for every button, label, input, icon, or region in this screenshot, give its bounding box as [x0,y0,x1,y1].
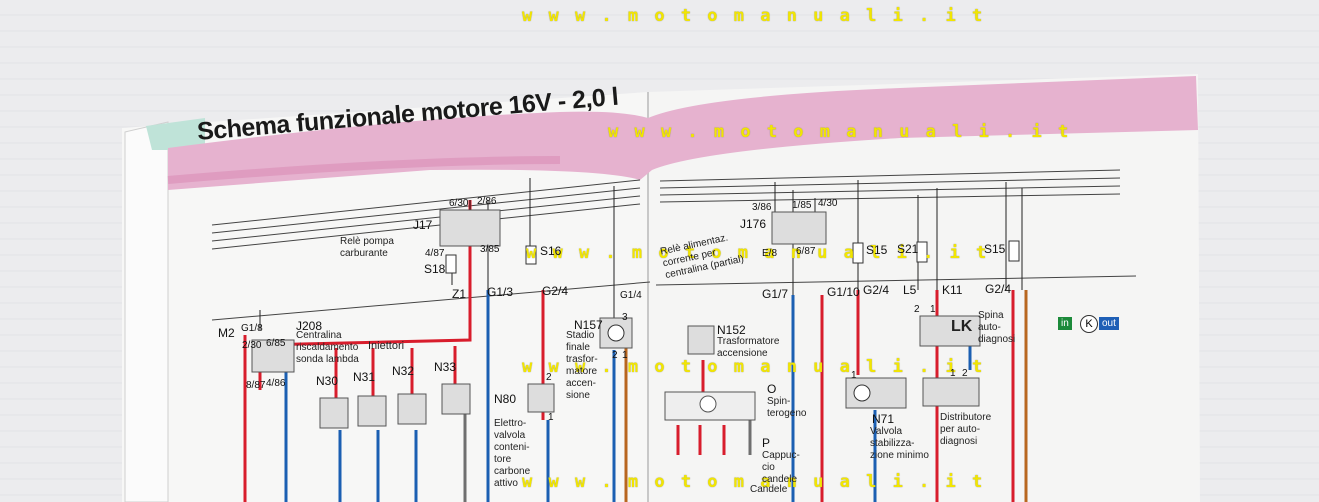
watermark: w w w . m o t o m a n u a l i . i t [522,472,986,492]
code-m2: M2 [218,326,235,340]
code-j17: J17 [413,218,433,232]
right-page [648,74,1200,502]
code-s18: S18 [424,262,446,276]
code-s21: S21 [897,242,919,256]
pin-1b: 1 [622,350,628,361]
code-g1-8: G1/8 [241,323,263,334]
label-n152: Trasformatore accensione [717,336,780,359]
code-n31: N31 [353,370,376,384]
code-j176: J176 [740,217,767,231]
code-g1-3: G1/3 [487,285,514,299]
legend-k: K [1080,315,1098,333]
diag-distributor [922,377,980,407]
code-g2-4-r2: G2/4 [985,282,1012,296]
code-o: O [767,382,777,396]
fuse-s15-a [852,242,864,264]
code-8-87: 8/87 [246,380,266,391]
fuse-s15-b [1008,240,1020,262]
fuse-s18 [445,254,457,274]
code-s15-b: S15 [984,242,1006,256]
label-n80: Elettro-valvola conteni-tore carbone att… [494,418,531,489]
pin-k11-1: 1 [930,304,936,315]
relay-j208 [251,339,295,373]
fuse-s21 [916,241,928,263]
pin-dist-2: 2 [962,368,968,379]
injector-n30 [319,397,349,429]
code-g1-4: G1/4 [620,290,642,301]
injector-n31 [357,395,387,427]
label-n157: Stadio finale trasfor-matore accen-sione [566,330,598,401]
legend-in: in [1058,317,1072,330]
relay-j17 [439,209,501,247]
left-page [122,92,648,502]
injector-n32 [397,393,427,425]
pin-3: 3 [622,312,628,323]
code-2-30: 2/30 [242,340,262,351]
label-j208: Centralina riscaldamento sonda lambda [296,330,359,365]
code-6-85: 6/85 [266,338,286,349]
code-n157: N157 [574,318,603,332]
label-j17: Relè pompa carburante [340,236,394,259]
code-2-86: 2/86 [477,196,497,207]
code-4-87: 4/87 [425,248,445,259]
watermark: w w w . m o t o m a n u a l i . i t [526,243,990,263]
code-3-86: 3/86 [752,202,772,213]
label-iniettori: Iniettori [368,340,405,352]
left-page-edge [124,121,169,502]
pin-n71-1: 1 [851,370,857,381]
fuse-s16 [525,245,537,265]
legend-in-k-out: in K out [1058,314,1119,336]
code-1-85: 1/85 [792,200,812,211]
code-g1-10: G1/10 [827,285,860,299]
code-g2-4-r: G2/4 [863,283,890,297]
code-n33: N33 [434,360,457,374]
code-4-86: 4/86 [266,378,286,389]
code-3-85: 3/85 [480,244,500,255]
pin-2: 2 [546,372,552,383]
label-candele: Candele [750,484,788,495]
label-lk: LK [951,318,973,335]
code-e-8: E/8 [762,248,778,259]
watermark: w w w . m o t o m a n u a l i . i t [522,357,986,377]
code-s16: S16 [540,244,562,258]
label-distributore: Distributore per auto-diagnosi [940,412,992,447]
code-6-30: 6/30 [449,198,469,209]
code-n71: N71 [872,412,895,426]
code-j208: J208 [296,319,323,333]
label-n71: Valvola stabilizza-zione minimo [870,426,929,461]
code-z1: Z1 [452,287,467,301]
label-o: Spin-terogeno [767,396,807,419]
pin-dist-1: 1 [950,368,956,379]
code-s15-a: S15 [866,243,888,257]
code-n152: N152 [717,323,746,337]
watermark-top: w w w . m o t o m a n u a l i . i t [522,6,986,26]
code-g2-4: G2/4 [542,284,569,298]
diag-plug-k11 [919,315,981,347]
pin-k11-2: 2 [914,304,920,315]
code-l5: L5 [903,283,917,297]
code-n80: N80 [494,392,517,406]
watermark: w w w . m o t o m a n u a l i . i t [608,122,1072,142]
pin-1: 1 [548,412,554,423]
code-4-30: 4/30 [818,198,838,209]
injector-n33 [441,383,471,415]
code-6-87: 6/87 [796,246,816,257]
green-divider-tab [146,118,205,150]
code-k11: K11 [942,283,963,297]
code-p: P [762,436,771,450]
code-n32: N32 [392,364,415,378]
valve-n80 [527,383,555,413]
transformer-n152 [687,325,715,355]
code-n30: N30 [316,374,339,388]
label-p: Cappuc-cio candele [762,450,800,485]
legend-out: out [1099,317,1119,330]
code-g1-7: G1/7 [762,287,789,301]
label-k11: Spina auto-diagnosi [978,310,1016,345]
pin-2b: 2 [612,350,618,361]
relay-j176 [771,211,827,245]
